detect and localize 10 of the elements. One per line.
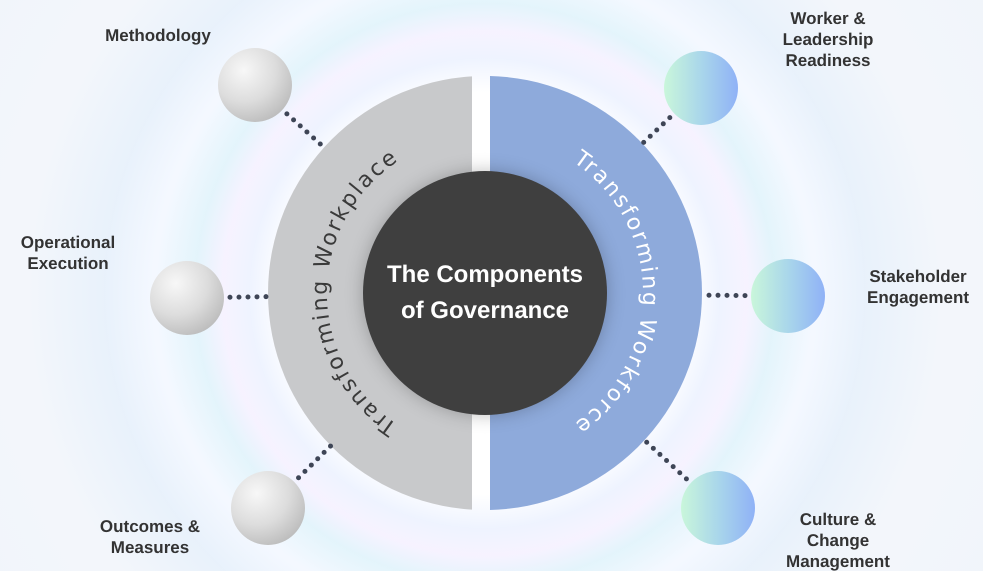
- dotted-connector: [642, 438, 689, 482]
- dotted-connector: [640, 115, 672, 146]
- dotted-connector: [228, 294, 271, 300]
- component-label: Outcomes & Measures: [98, 516, 202, 558]
- component-label: Culture & Change Management: [785, 509, 891, 571]
- component-label: Worker & Leadership Readiness: [782, 8, 874, 71]
- dotted-connector: [296, 443, 334, 480]
- component-label: Operational Execution: [20, 232, 116, 274]
- component-label: Stakeholder Engagement: [866, 266, 970, 308]
- component-label: Methodology: [104, 25, 212, 46]
